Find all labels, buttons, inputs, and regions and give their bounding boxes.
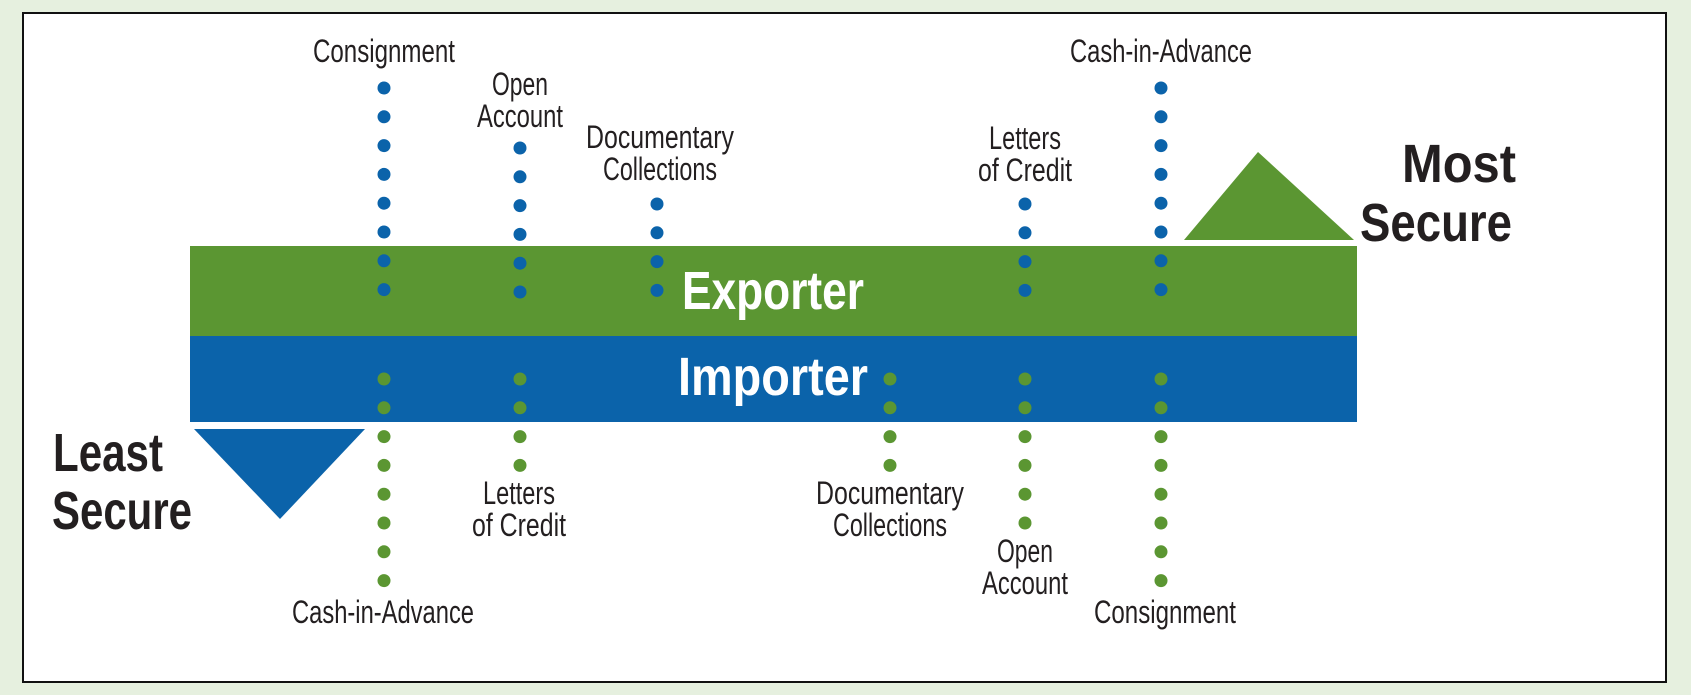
exporter-dot xyxy=(377,81,391,95)
importer-dot xyxy=(513,401,527,415)
exporter-dot-line-documentary-collections xyxy=(650,197,664,297)
importer-method-label-consignment: Consignment xyxy=(1094,594,1236,630)
exporter-dot xyxy=(1154,167,1168,181)
importer-dot-line-cash-in-advance xyxy=(377,372,391,588)
exporter-dot xyxy=(1018,226,1032,240)
payment-security-diagram: Exporter Importer Most Secure Least Secu… xyxy=(52,33,1516,630)
importer-method-label-open-account-1: Open xyxy=(997,533,1053,569)
importer-dot xyxy=(1018,430,1032,444)
importer-dot xyxy=(1018,458,1032,472)
importer-dot xyxy=(883,372,897,386)
importer-method-label-open-account-2: Account xyxy=(982,565,1068,601)
exporter-dot-line-letters-of-credit xyxy=(1018,197,1032,297)
exporter-dot xyxy=(650,283,664,297)
importer-dot xyxy=(883,458,897,472)
importer-dot xyxy=(883,401,897,415)
exporter-method-label-open-account-1: Open xyxy=(492,66,548,102)
exporter-dot xyxy=(1018,255,1032,269)
importer-dot xyxy=(377,458,391,472)
importer-dot xyxy=(377,516,391,530)
importer-dot-line-documentary-collections xyxy=(883,372,897,472)
exporter-dot xyxy=(650,197,664,211)
exporter-dot xyxy=(1154,225,1168,239)
exporter-dot xyxy=(377,167,391,181)
importer-dot-line-letters-of-credit xyxy=(513,372,527,472)
importer-dot xyxy=(1018,516,1032,530)
importer-dot xyxy=(883,430,897,444)
importer-dot-lines xyxy=(377,372,1168,588)
exporter-dot xyxy=(513,285,527,299)
importer-dot xyxy=(1154,372,1168,386)
importer-method-label-letters-of-credit-1: Letters xyxy=(483,475,555,511)
exporter-method-label-cash-in-advance: Cash-in-Advance xyxy=(1070,33,1252,69)
importer-dot xyxy=(377,487,391,501)
exporter-dot xyxy=(650,226,664,240)
most-secure-label-line2: Secure xyxy=(1360,193,1512,253)
importer-dot xyxy=(377,401,391,415)
exporter-dot xyxy=(650,255,664,269)
exporter-dot xyxy=(513,199,527,213)
importer-dot xyxy=(513,458,527,472)
least-secure-label-line2: Secure xyxy=(52,481,192,541)
exporter-dot xyxy=(1018,197,1032,211)
importer-dot xyxy=(1154,487,1168,501)
exporter-dot-lines xyxy=(377,81,1168,299)
importer-dot xyxy=(513,372,527,386)
importer-dot xyxy=(1154,430,1168,444)
importer-dot xyxy=(377,372,391,386)
most-secure-triangle-icon xyxy=(1184,152,1354,240)
importer-bar-label: Importer xyxy=(678,347,868,407)
exporter-dot xyxy=(513,141,527,155)
exporter-dot xyxy=(513,227,527,241)
exporter-dot xyxy=(513,170,527,184)
importer-dot xyxy=(1154,516,1168,530)
exporter-dot xyxy=(1154,110,1168,124)
exporter-dot xyxy=(513,256,527,270)
importer-dot xyxy=(1018,401,1032,415)
diagram-frame: Exporter Importer Most Secure Least Secu… xyxy=(22,12,1667,683)
exporter-dot-line-cash-in-advance xyxy=(1154,81,1168,297)
exporter-dot xyxy=(377,225,391,239)
exporter-dot xyxy=(1154,81,1168,95)
most-secure-label-line1: Most xyxy=(1402,134,1516,194)
importer-dot xyxy=(377,545,391,559)
exporter-method-label-documentary-collections-1: Documentary xyxy=(586,119,734,155)
importer-dot-line-consignment xyxy=(1154,372,1168,588)
exporter-method-label-open-account-2: Account xyxy=(477,98,563,134)
importer-method-label-documentary-collections-2: Collections xyxy=(833,507,947,543)
importer-method-label-letters-of-credit-2: of Credit xyxy=(472,507,566,543)
exporter-dot xyxy=(377,254,391,268)
exporter-method-label-letters-of-credit-2: of Credit xyxy=(978,152,1072,188)
exporter-dot xyxy=(1018,283,1032,297)
least-secure-label-line1: Least xyxy=(53,423,163,483)
exporter-dot xyxy=(1154,254,1168,268)
importer-dot xyxy=(377,574,391,588)
importer-dot xyxy=(1018,372,1032,386)
exporter-dot-line-open-account xyxy=(513,141,527,299)
exporter-method-label-letters-of-credit-1: Letters xyxy=(989,120,1061,156)
exporter-dot xyxy=(1154,196,1168,210)
importer-dot xyxy=(377,430,391,444)
exporter-dot xyxy=(377,196,391,210)
importer-dot xyxy=(1018,487,1032,501)
exporter-method-label-consignment: Consignment xyxy=(313,33,455,69)
exporter-dot xyxy=(377,110,391,124)
importer-dot xyxy=(1154,401,1168,415)
importer-dot xyxy=(1154,458,1168,472)
exporter-dot xyxy=(1154,283,1168,297)
importer-method-label-cash-in-advance: Cash-in-Advance xyxy=(292,594,474,630)
importer-dot xyxy=(513,430,527,444)
importer-dot xyxy=(1154,574,1168,588)
exporter-dot xyxy=(377,283,391,297)
exporter-bar-label: Exporter xyxy=(682,261,864,321)
exporter-dot-line-consignment xyxy=(377,81,391,297)
importer-dot-line-open-account xyxy=(1018,372,1032,530)
exporter-method-label-documentary-collections-2: Collections xyxy=(603,151,717,187)
least-secure-triangle-icon xyxy=(194,429,365,519)
exporter-dot xyxy=(1154,139,1168,153)
importer-dot xyxy=(1154,545,1168,559)
importer-method-label-documentary-collections-1: Documentary xyxy=(816,475,964,511)
exporter-dot xyxy=(377,139,391,153)
